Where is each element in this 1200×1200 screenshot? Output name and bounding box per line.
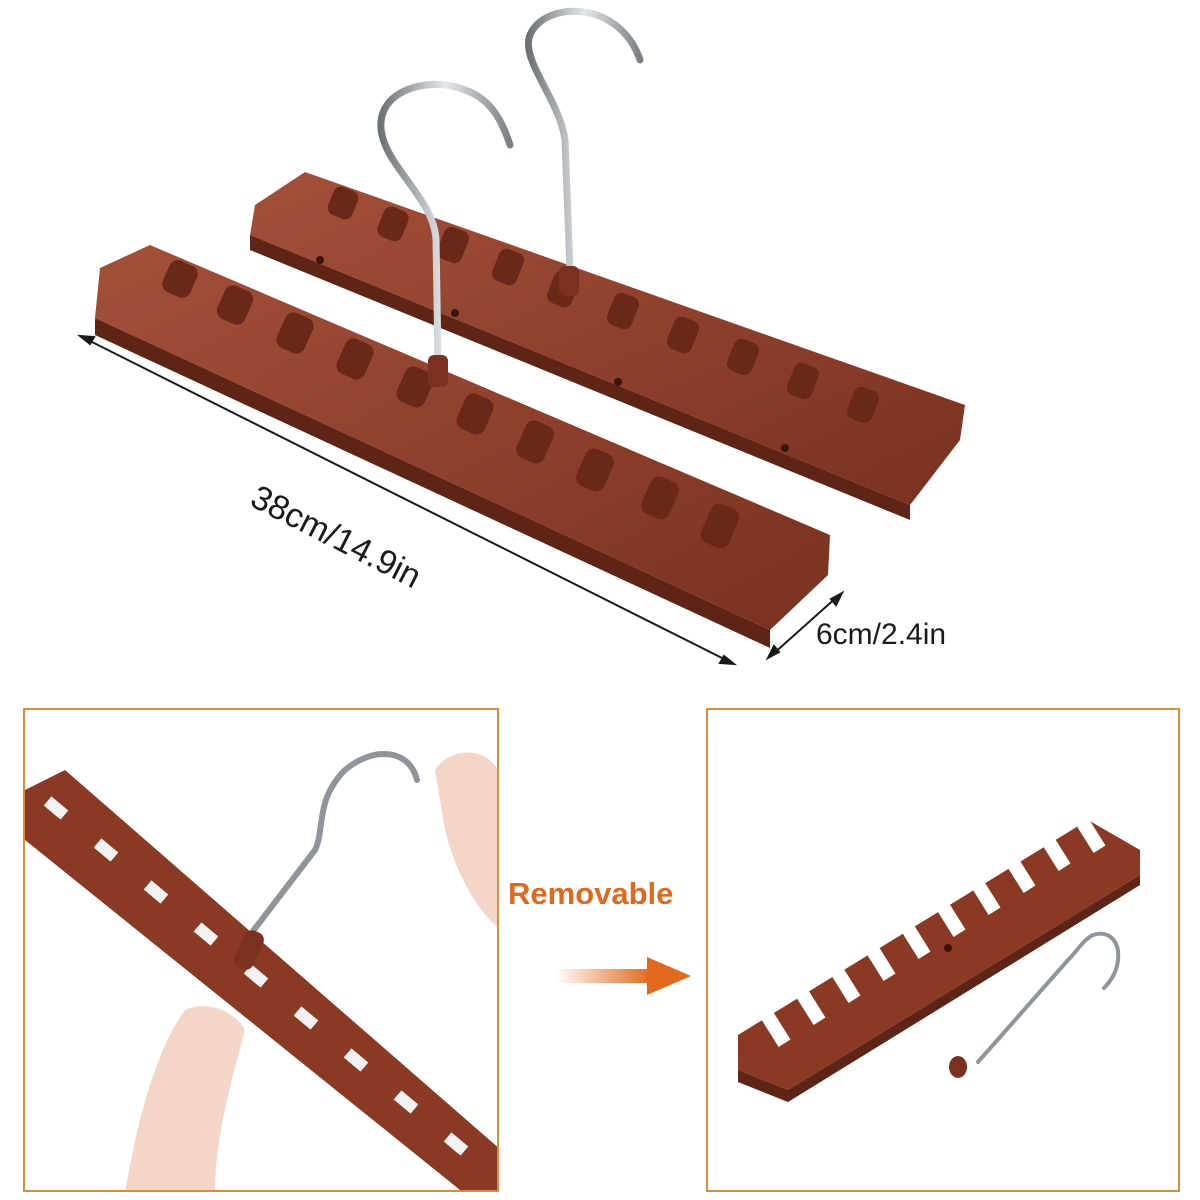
hand-removing-hook-photo [25,751,497,1190]
detached-parts-panel [706,708,1180,1192]
hook-back [524,7,644,296]
tie-rack-illustration [76,7,965,666]
width-dimension-label: 6cm/2.4in [816,618,947,651]
detached-rack-photo [738,815,1140,1102]
removable-label: Removable [508,876,674,911]
double-arrow-icon [76,334,845,666]
back-rack [250,172,965,520]
hook-front [377,80,514,387]
right-arrow-icon [555,957,691,995]
front-rack [95,245,830,648]
removal-demo-panel [23,708,499,1192]
